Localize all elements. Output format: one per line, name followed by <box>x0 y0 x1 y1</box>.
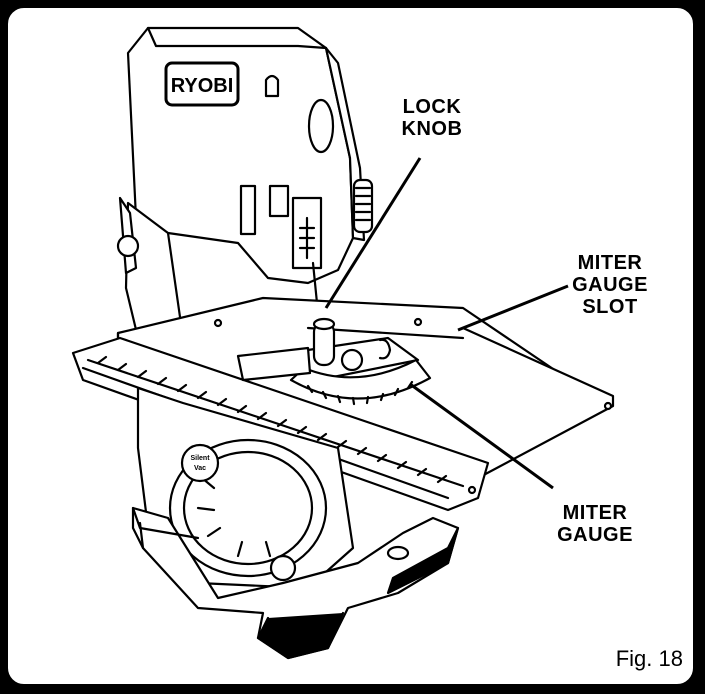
svg-text:Vac: Vac <box>194 465 206 472</box>
base <box>131 506 460 660</box>
lock-knob-leader <box>324 157 422 309</box>
figure-frame: RYOBI Silent Vac LOCK KNOB MITER GAUGE S… <box>4 4 697 688</box>
brand-logo: RYOBI <box>171 75 234 97</box>
miter-gauge-protractor <box>289 358 432 400</box>
label-lock-knob: LOCK KNOB <box>401 96 463 140</box>
label-miter-gauge: MITER GAUGE <box>557 502 633 546</box>
miter-gauge-slot-leader <box>457 284 569 332</box>
miter-gauge-leader <box>409 382 554 490</box>
leader-lines <box>324 157 569 490</box>
label-miter-gauge-slot: MITER GAUGE SLOT <box>572 252 648 318</box>
figure-caption: Fig. 18 <box>615 646 683 671</box>
brand-plate <box>164 61 240 107</box>
band-saw-illustration: RYOBI Silent Vac <box>71 26 615 660</box>
silent-vac-logo: Silent <box>190 455 210 462</box>
silent-vac-badge <box>180 443 220 483</box>
